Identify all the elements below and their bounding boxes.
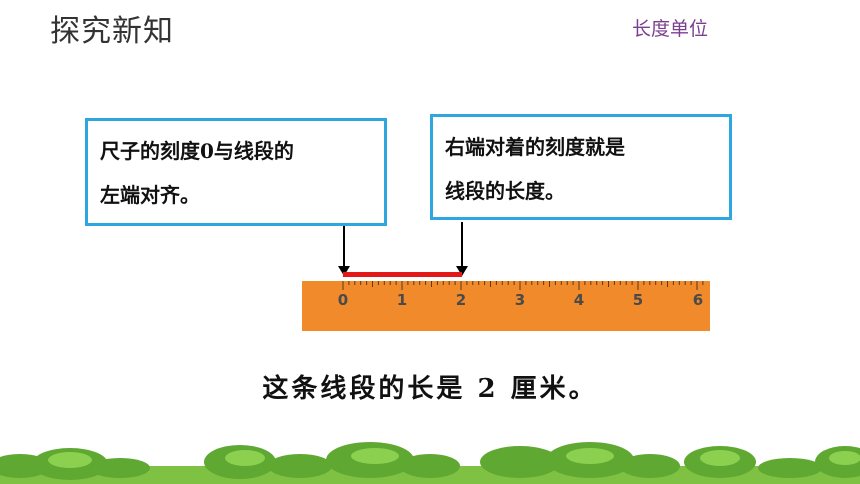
ruler-label: 2 [455, 291, 467, 309]
ruler: 0 1 2 3 4 5 6 [302, 281, 710, 331]
arrow-right-icon [456, 222, 468, 276]
conclusion-text: 这条线段的长是 2 厘米。 [262, 374, 598, 404]
ruler-label: 3 [514, 291, 526, 309]
grass-decoration [0, 442, 860, 484]
callout-right-line-1: 右端对着的刻度就是 [445, 135, 625, 159]
line-segment [343, 272, 462, 277]
arrow-left-icon [338, 226, 350, 276]
callout-right-line-2: 线段的长度。 [445, 179, 565, 203]
callout-left-line-1: 尺子的刻度0与线段的 [100, 139, 294, 163]
callout-left-line-2: 左端对齐。 [100, 183, 200, 207]
callout-left: 尺子的刻度0与线段的 左端对齐。 [85, 118, 387, 226]
ruler-label: 5 [632, 291, 644, 309]
ruler-label: 4 [573, 291, 585, 309]
ruler-label: 1 [396, 291, 408, 309]
ruler-label: 6 [692, 291, 704, 309]
ruler-ticks [342, 281, 704, 290]
ruler-label: 0 [337, 291, 349, 309]
page-title: 探究新知 [50, 14, 174, 49]
section-subtitle: 长度单位 [632, 18, 709, 40]
callout-right: 右端对着的刻度就是 线段的长度。 [430, 114, 732, 220]
